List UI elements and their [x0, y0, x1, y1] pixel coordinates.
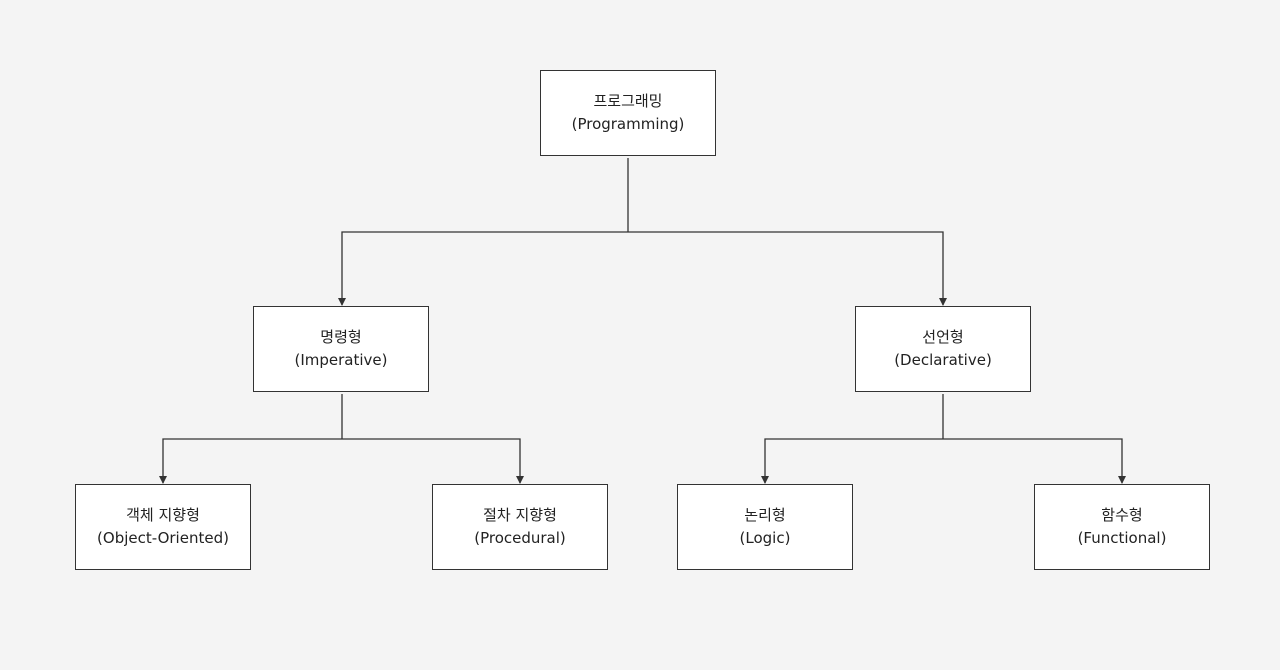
node-programming-label-en: (Programming) [571, 115, 685, 133]
edge-imperative-procedural [342, 438, 524, 484]
node-object-oriented: 객체 지향형 (Object-Oriented) [75, 484, 251, 570]
node-imperative-label-en: (Imperative) [294, 351, 388, 369]
node-imperative: 명령형 (Imperative) [253, 306, 429, 392]
node-procedural-label-en: (Procedural) [474, 529, 566, 547]
edge-imperative-oop [159, 438, 342, 484]
node-programming: 프로그래밍 (Programming) [540, 70, 716, 156]
node-functional-label-ko: 함수형 [1101, 506, 1143, 524]
node-logic-label-ko: 논리형 [744, 506, 786, 524]
node-object-oriented-label-ko: 객체 지향형 [126, 506, 200, 524]
node-declarative: 선언형 (Declarative) [855, 306, 1031, 392]
node-logic: 논리형 (Logic) [677, 484, 853, 570]
node-functional: 함수형 (Functional) [1034, 484, 1210, 570]
node-logic-label-en: (Logic) [739, 529, 791, 547]
edge-programming-declarative [628, 231, 947, 306]
node-procedural-label-ko: 절차 지향형 [483, 506, 557, 524]
node-imperative-label-ko: 명령형 [320, 328, 362, 346]
edge-declarative-functional [943, 438, 1126, 484]
node-declarative-label-ko: 선언형 [922, 328, 964, 346]
edge-programming-imperative [338, 231, 628, 306]
node-object-oriented-label-en: (Object-Oriented) [97, 529, 229, 547]
node-functional-label-en: (Functional) [1077, 529, 1167, 547]
node-declarative-label-en: (Declarative) [894, 351, 992, 369]
node-procedural: 절차 지향형 (Procedural) [432, 484, 608, 570]
node-programming-label-ko: 프로그래밍 [593, 92, 663, 110]
edge-declarative-logic [761, 438, 943, 484]
